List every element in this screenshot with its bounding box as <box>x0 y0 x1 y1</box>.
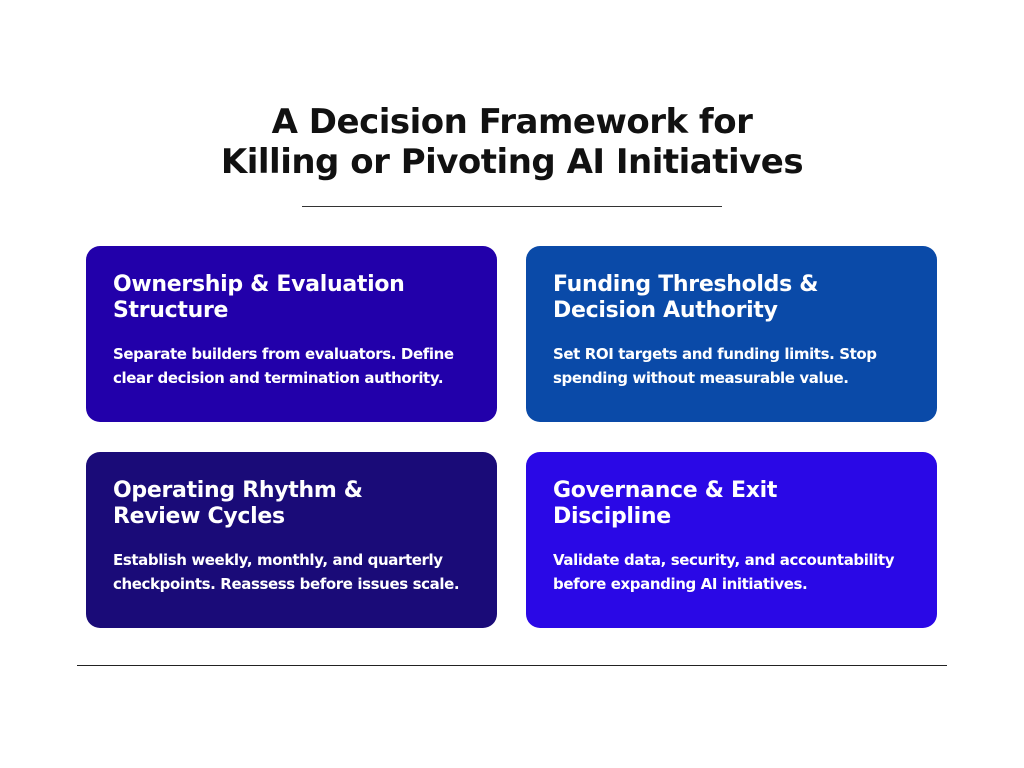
bottom-divider <box>77 665 947 666</box>
card-title: Governance & Exit Discipline <box>553 478 917 530</box>
card-title: Ownership & Evaluation Structure <box>113 272 477 324</box>
card-description: Separate builders from evaluators. Defin… <box>113 342 477 390</box>
card-title: Operating Rhythm & Review Cycles <box>113 478 477 530</box>
card-title-line-1: Governance & Exit <box>553 478 778 503</box>
card-description: Establish weekly, monthly, and quarterly… <box>113 548 477 596</box>
page-title: A Decision Framework for Killing or Pivo… <box>0 102 1024 182</box>
card-title-line-1: Ownership & Evaluation <box>113 272 405 297</box>
card-title-line-2: Structure <box>113 298 229 323</box>
card-title-line-2: Discipline <box>553 504 671 529</box>
card-title-line-2: Review Cycles <box>113 504 285 529</box>
title-line-2: Killing or Pivoting AI Initiatives <box>220 142 804 182</box>
card-description-line-2: spending without measurable value. <box>553 369 849 387</box>
title-line-1: A Decision Framework for <box>271 102 753 142</box>
card-ownership-evaluation: Ownership & Evaluation Structure Separat… <box>86 246 497 422</box>
card-description-line-1: Validate data, security, and accountabil… <box>553 551 895 569</box>
card-title: Funding Thresholds & Decision Authority <box>553 272 917 324</box>
card-description-line-2: checkpoints. Reassess before issues scal… <box>113 575 460 593</box>
card-description-line-2: clear decision and termination authority… <box>113 369 444 387</box>
card-governance-exit: Governance & Exit Discipline Validate da… <box>526 452 937 628</box>
card-operating-rhythm: Operating Rhythm & Review Cycles Establi… <box>86 452 497 628</box>
card-description: Set ROI targets and funding limits. Stop… <box>553 342 917 390</box>
card-description: Validate data, security, and accountabil… <box>553 548 917 596</box>
card-description-line-1: Set ROI targets and funding limits. Stop <box>553 345 877 363</box>
card-title-line-1: Funding Thresholds & <box>553 272 819 297</box>
card-title-line-1: Operating Rhythm & <box>113 478 363 503</box>
card-description-line-1: Separate builders from evaluators. Defin… <box>113 345 454 363</box>
card-title-line-2: Decision Authority <box>553 298 778 323</box>
card-description-line-1: Establish weekly, monthly, and quarterly <box>113 551 443 569</box>
card-description-line-2: before expanding AI initiatives. <box>553 575 808 593</box>
title-divider <box>302 206 722 207</box>
card-funding-thresholds: Funding Thresholds & Decision Authority … <box>526 246 937 422</box>
